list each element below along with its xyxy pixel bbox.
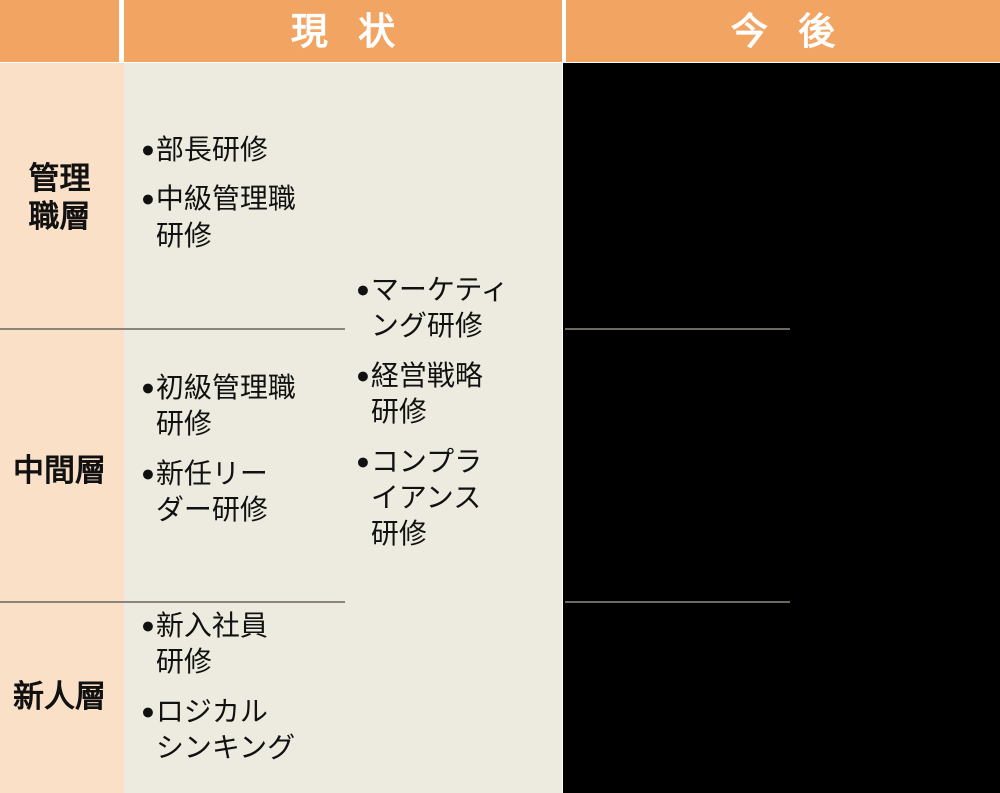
bullet-dot-icon: ● bbox=[356, 447, 370, 474]
bullet-dot-icon: ● bbox=[141, 374, 155, 400]
bullet-group-crosstier-b: ● マーケティ ング研修 ● 経営戦略 研修 ● コンプラ イアンス 研修 bbox=[356, 272, 561, 553]
bullet-dot-icon: ● bbox=[141, 612, 155, 638]
current-state-column bbox=[124, 63, 562, 793]
list-item-label: 経営戦略 研修 bbox=[370, 359, 483, 428]
list-item: ● 部長研修 bbox=[141, 132, 346, 168]
bullet-dot-icon: ● bbox=[356, 276, 370, 302]
future-state-column bbox=[563, 63, 1000, 793]
header-corner-cell bbox=[0, 0, 119, 62]
list-item: ● 初級管理職 研修 bbox=[141, 370, 346, 443]
tier-divider-1-right bbox=[565, 328, 790, 330]
bullet-dot-icon: ● bbox=[141, 136, 155, 162]
list-item-label: 初級管理職 研修 bbox=[155, 372, 296, 440]
list-item: ● 経営戦略 研修 bbox=[356, 358, 561, 431]
bullet-group-management-a: ● 部長研修 ● 中級管理職 研修 bbox=[141, 132, 346, 254]
list-item: ● コンプラ イアンス 研修 bbox=[356, 444, 561, 553]
column-gap-strip bbox=[119, 63, 124, 793]
bullet-dot-icon: ● bbox=[141, 185, 155, 212]
bullet-dot-icon: ● bbox=[141, 697, 155, 724]
header-now-cell: 現 状 bbox=[124, 0, 562, 62]
list-item: ● 中級管理職 研修 bbox=[141, 181, 346, 254]
list-item: ● 新任リー ダー研修 bbox=[141, 456, 346, 529]
header-future-cell: 今 後 bbox=[566, 0, 1000, 62]
list-item: ● 新入社員 研修 bbox=[141, 608, 346, 681]
tier-label-column bbox=[0, 63, 119, 793]
header-now-label: 現 状 bbox=[290, 10, 406, 52]
list-item-label: マーケティ ング研修 bbox=[370, 274, 509, 342]
tier-divider-1-left bbox=[0, 328, 345, 330]
tier-divider-2-right bbox=[565, 601, 790, 603]
tier-label-management: 管理 職層 bbox=[28, 161, 91, 234]
tier-divider-2-left bbox=[0, 601, 345, 603]
tier-label-newcomer: 新人層 bbox=[13, 679, 106, 714]
bullet-dot-icon: ● bbox=[356, 361, 370, 388]
list-item-label: コンプラ イアンス 研修 bbox=[370, 445, 483, 550]
list-item-label: 中級管理職 研修 bbox=[155, 183, 296, 251]
list-item: ● ロジカル シンキング bbox=[141, 694, 346, 767]
bullet-dot-icon: ● bbox=[141, 459, 155, 486]
header-future-label: 今 後 bbox=[730, 10, 846, 52]
bullet-group-newcomer-a: ● 新入社員 研修 ● ロジカル シンキング bbox=[141, 608, 346, 767]
bullet-group-middle-a: ● 初級管理職 研修 ● 新任リー ダー研修 bbox=[141, 370, 346, 529]
list-item-label: 新任リー ダー研修 bbox=[155, 457, 268, 526]
list-item: ● マーケティ ング研修 bbox=[356, 272, 561, 345]
list-item-label: 部長研修 bbox=[155, 134, 268, 165]
header-corner-label bbox=[0, 0, 119, 62]
list-item-label: 新入社員 研修 bbox=[155, 610, 268, 678]
list-item-label: ロジカル シンキング bbox=[155, 695, 296, 764]
tier-label-middle: 中間層 bbox=[13, 453, 106, 488]
